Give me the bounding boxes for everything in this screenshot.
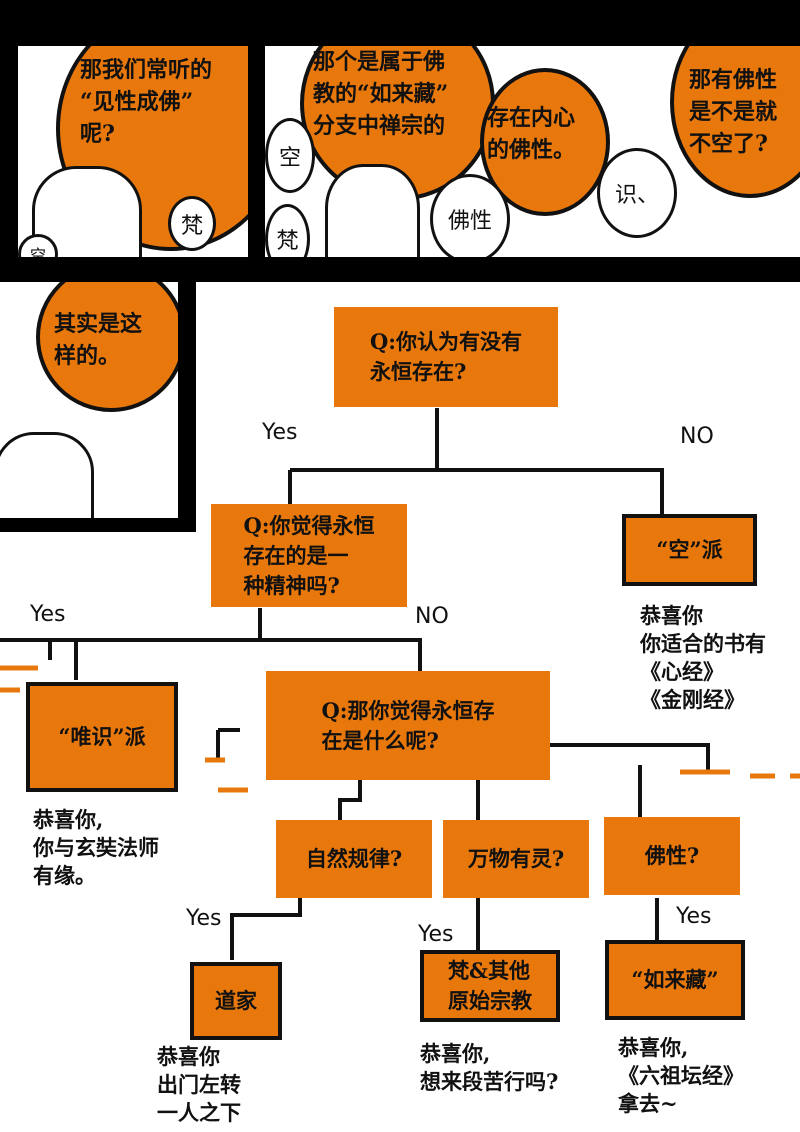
character-face: [32, 166, 142, 257]
bubble-text: 那我们常听的 “见性成佛” 呢?: [80, 57, 213, 147]
panel-3: 其实是这 样的。: [0, 282, 178, 518]
question-2-box: Q:你觉得永恒 存在的是一 种精神吗?: [211, 504, 407, 607]
question-3-box: Q:那你觉得永恒存 在是什么呢?: [266, 671, 550, 780]
bubble-text: 存在内心 的佛性。: [487, 105, 576, 163]
thought-circle: 空: [18, 234, 58, 257]
daojia-result-text: 恭喜你 出门左转 一人之下: [157, 1044, 241, 1125]
rulaizang-result-text: 恭喜你, 《六祖坛经》 拿去~: [618, 1035, 744, 1116]
bubble-text: 那有佛性 是不是就 不空了?: [689, 67, 778, 157]
option-natural-law-box: 自然规律?: [276, 820, 432, 898]
question-1-box: Q:你认为有没有 永恒存在?: [334, 307, 558, 407]
thought-circle: 空: [265, 118, 315, 193]
panel-2: 那个是属于佛 教的“如来藏” 分支中禅宗的 存在内心 的佛性。 那有佛性 是不是…: [265, 46, 800, 257]
bubble-text: 那个是属于佛 教的“如来藏” 分支中禅宗的: [313, 49, 449, 139]
character-face: [325, 164, 420, 257]
daojia-box: 道家: [190, 962, 282, 1040]
weishi-result-text: 恭喜你, 你与玄奘法师 有缘。: [33, 807, 159, 888]
thought-circle: 识、: [597, 148, 677, 238]
kong-result-text: 恭喜你 你适合的书有 《心经》 《金刚经》: [640, 603, 766, 712]
rulaizang-box: “如来藏”: [605, 940, 745, 1020]
option-animism-box: 万物有灵?: [443, 820, 589, 898]
no-label: NO: [680, 424, 714, 449]
yes-label: Yes: [676, 904, 712, 929]
yes-label: Yes: [186, 906, 222, 931]
thought-circle: 佛性: [430, 174, 510, 257]
panel-1: 那我们常听的 “见性成佛” 呢? 梵 空: [18, 46, 248, 257]
yes-label: Yes: [262, 420, 298, 445]
yes-label: Yes: [30, 602, 66, 627]
bubble-text: 其实是这 样的。: [54, 311, 143, 369]
kong-school-box: “空”派: [622, 514, 757, 586]
thought-circle: 梵: [265, 204, 310, 257]
character-face: [0, 432, 94, 518]
yes-label: Yes: [418, 922, 454, 947]
thought-circle: 梵: [168, 196, 216, 251]
option-buddha-nature-box: 佛性?: [604, 817, 740, 895]
fan-religion-box: 梵&其他 原始宗教: [420, 950, 560, 1022]
speech-bubble: [36, 282, 178, 412]
weishi-school-box: “唯识”派: [26, 682, 178, 792]
fan-result-text: 恭喜你, 想来段苦行吗?: [420, 1041, 559, 1094]
no-label: NO: [415, 604, 449, 629]
